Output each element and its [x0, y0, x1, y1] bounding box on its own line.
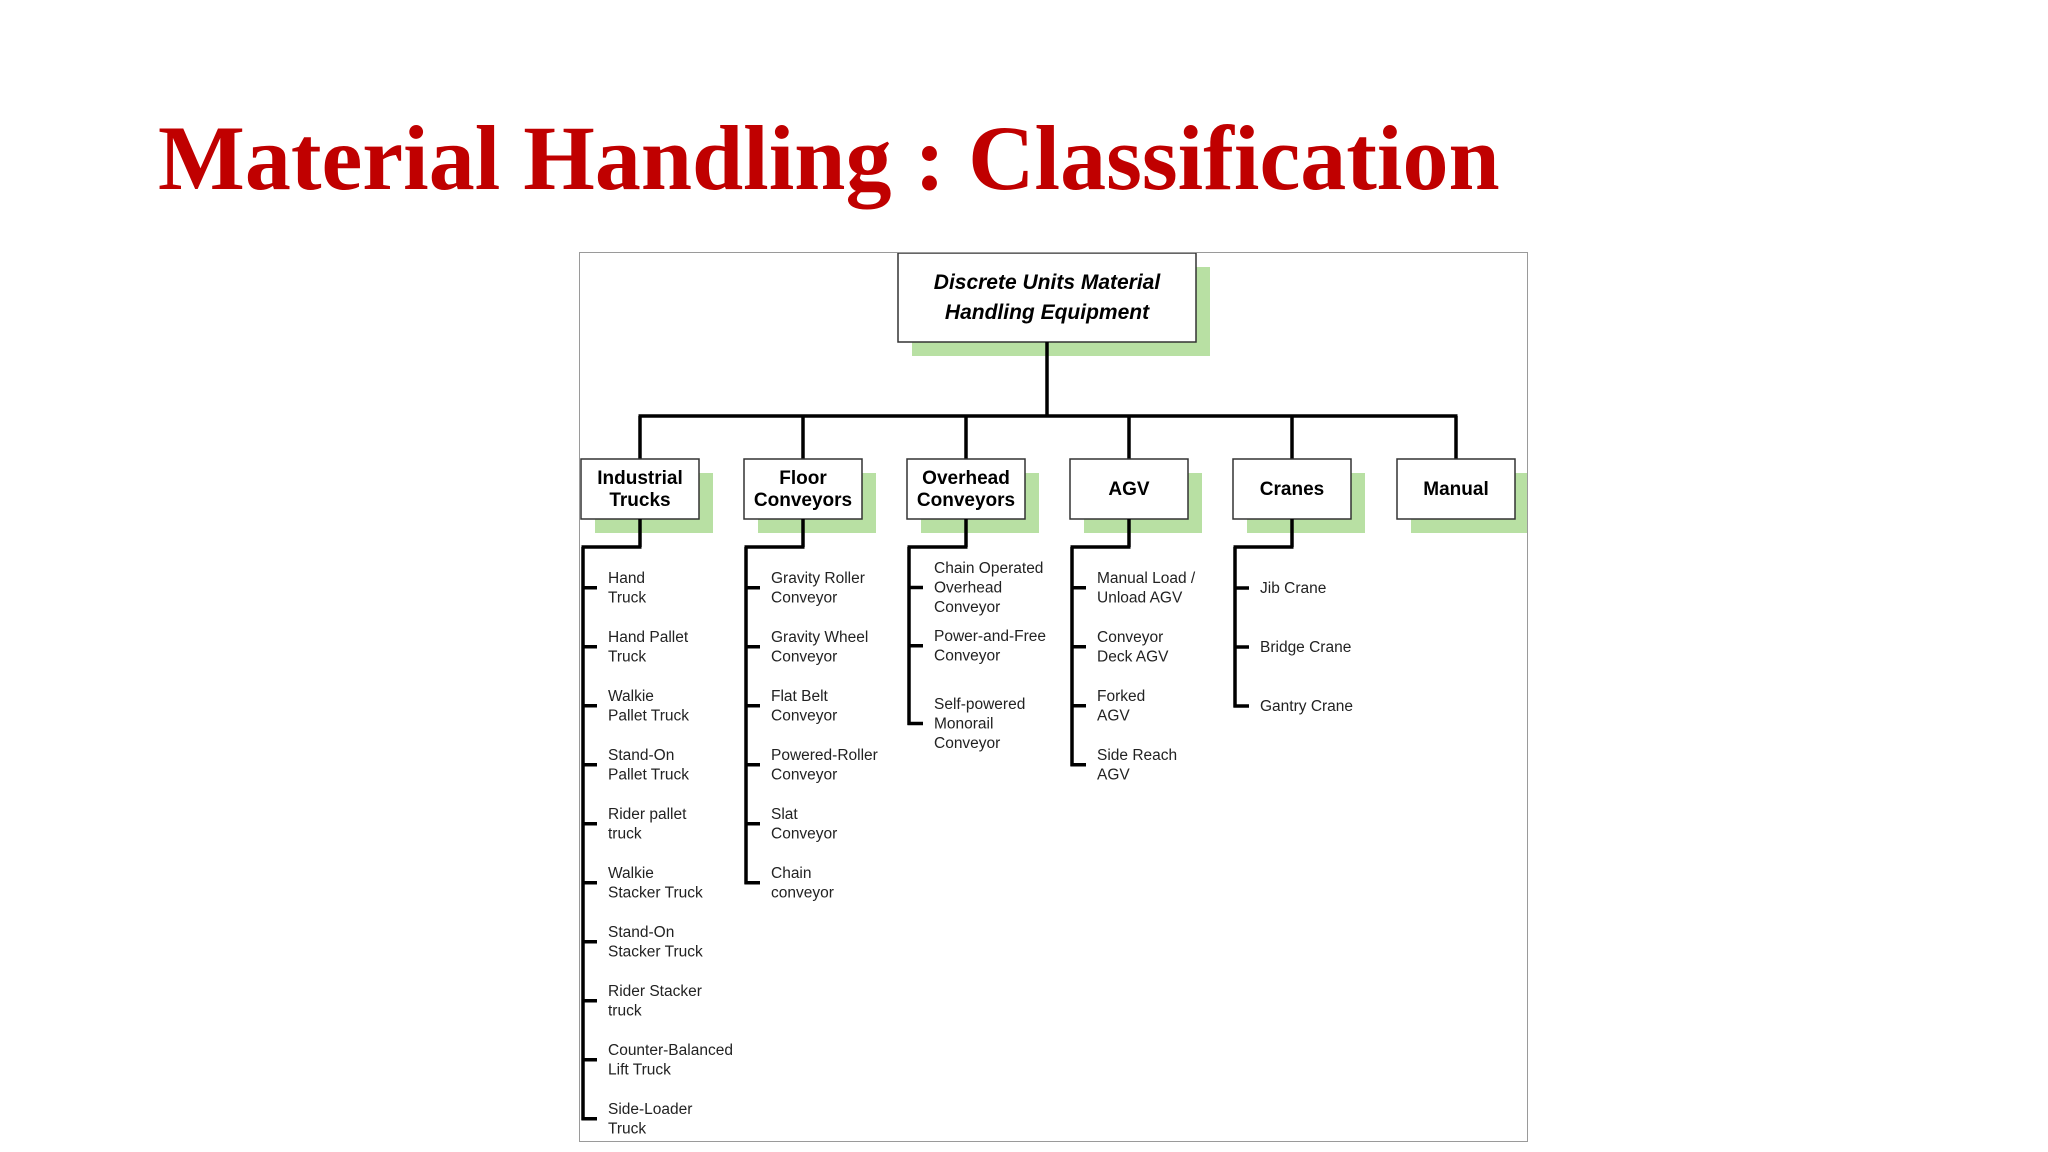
floor-conveyors-item: Conveyor: [771, 826, 837, 843]
overhead-conveyors-node: [906, 458, 1026, 520]
industrial-trucks-item: Hand: [608, 570, 645, 587]
agv-item: Unload AGV: [1097, 590, 1183, 607]
industrial-trucks-node: [580, 458, 700, 520]
overhead-conveyors-item: Conveyor: [934, 648, 1000, 665]
industrial-trucks-label: Industrial: [597, 468, 683, 489]
floor-conveyors-label: Floor: [779, 468, 827, 489]
agv-item: Deck AGV: [1097, 649, 1169, 666]
floor-conveyors-item: Flat Belt: [771, 688, 829, 705]
cranes-item: Gantry Crane: [1260, 698, 1353, 715]
industrial-trucks-label: Trucks: [609, 490, 670, 511]
industrial-trucks-item: Stacker Truck: [608, 944, 703, 961]
industrial-trucks-item: Truck: [608, 1121, 646, 1138]
industrial-trucks-item: Lift Truck: [608, 1062, 671, 1079]
agv-item: Forked: [1097, 688, 1145, 705]
cranes-item: Bridge Crane: [1260, 639, 1351, 656]
industrial-trucks-item: Pallet Truck: [608, 708, 689, 725]
industrial-trucks-item: Walkie: [608, 865, 654, 882]
overhead-conveyors-item: Conveyor: [934, 735, 1000, 752]
floor-conveyors-item: Conveyor: [771, 767, 837, 784]
floor-conveyors-item: Powered-Roller: [771, 747, 878, 764]
floor-conveyors-item: Chain: [771, 865, 812, 882]
agv-item: AGV: [1097, 708, 1130, 725]
industrial-trucks-item: Counter-Balanced: [608, 1042, 733, 1059]
floor-conveyors-item: Conveyor: [771, 649, 837, 666]
industrial-trucks-item: Walkie: [608, 688, 654, 705]
cranes-node: [1232, 458, 1352, 520]
agv-item: Manual Load /: [1097, 570, 1196, 587]
industrial-trucks-item: Truck: [608, 649, 646, 666]
industrial-trucks-item: Stacker Truck: [608, 885, 703, 902]
slide-title: Material Handling : Classification: [158, 107, 1500, 209]
root-node-label: Handling Equipment: [945, 301, 1150, 324]
industrial-trucks-item: Stand-On: [608, 747, 674, 764]
floor-conveyors-label: Conveyors: [754, 490, 852, 511]
manual-node: [1396, 458, 1516, 520]
overhead-conveyors-item: Chain Operated: [934, 560, 1043, 577]
floor-conveyors-item: conveyor: [771, 885, 834, 902]
agv-item: Conveyor: [1097, 629, 1163, 646]
root-node-label: Discrete Units Material: [934, 271, 1162, 294]
floor-conveyors-item: Conveyor: [771, 590, 837, 607]
agv-node: [1069, 458, 1189, 520]
industrial-trucks-item: Rider pallet: [608, 806, 687, 823]
industrial-trucks-item: truck: [608, 1003, 642, 1020]
agv-label: AGV: [1108, 479, 1150, 500]
floor-conveyors-item: Slat: [771, 806, 798, 823]
agv-item: AGV: [1097, 767, 1130, 784]
industrial-trucks-item: Side-Loader: [608, 1101, 692, 1118]
agv-item: Side Reach: [1097, 747, 1177, 764]
overhead-conveyors-item: Self-powered: [934, 696, 1025, 713]
overhead-conveyors-label: Conveyors: [917, 490, 1015, 511]
cranes-item: Jib Crane: [1260, 580, 1326, 597]
overhead-conveyors-item: Monorail: [934, 716, 993, 733]
industrial-trucks-item: Hand Pallet: [608, 629, 689, 646]
industrial-trucks-item: Truck: [608, 590, 646, 607]
overhead-conveyors-label: Overhead: [922, 468, 1010, 489]
industrial-trucks-item: truck: [608, 826, 642, 843]
floor-conveyors-node: [743, 458, 863, 520]
floor-conveyors-item: Gravity Wheel: [771, 629, 868, 646]
overhead-conveyors-item: Power-and-Free: [934, 628, 1046, 645]
industrial-trucks-item: Pallet Truck: [608, 767, 689, 784]
cranes-label: Cranes: [1260, 479, 1324, 500]
overhead-conveyors-item: Overhead: [934, 580, 1002, 597]
floor-conveyors-item: Gravity Roller: [771, 570, 865, 587]
root-node: [897, 253, 1197, 343]
manual-label: Manual: [1423, 479, 1488, 500]
industrial-trucks-item: Rider Stacker: [608, 983, 702, 1000]
industrial-trucks-item: Stand-On: [608, 924, 674, 941]
overhead-conveyors-item: Conveyor: [934, 599, 1000, 616]
floor-conveyors-item: Conveyor: [771, 708, 837, 725]
